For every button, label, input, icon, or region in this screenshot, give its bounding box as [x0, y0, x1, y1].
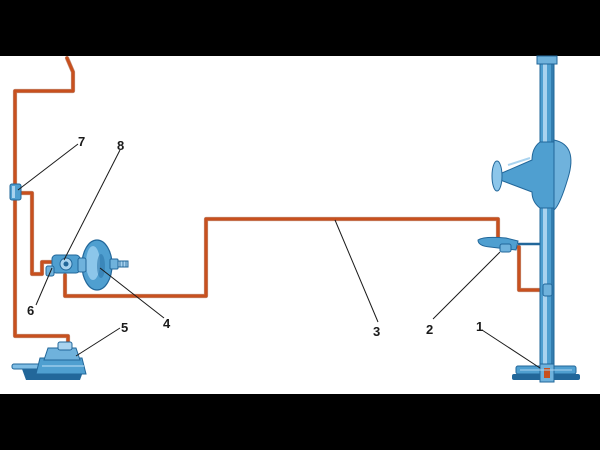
leader-8: [63, 149, 121, 261]
callout-5: 5: [121, 320, 128, 335]
callout-4: 4: [163, 316, 171, 331]
fluid-reservoir-pipe: [13, 56, 75, 358]
leader-6: [35, 267, 53, 306]
rear-axle-assembly: [477, 55, 580, 383]
callout-6: 6: [27, 303, 34, 318]
callout-7: 7: [78, 134, 85, 149]
drawing-area: [0, 56, 600, 394]
leader-1: [481, 329, 541, 369]
master-cylinder: [11, 341, 87, 380]
leader-7: [17, 143, 79, 191]
leader-lines: [17, 143, 541, 369]
frame-bottom-bar: [0, 394, 600, 450]
leader-5: [75, 327, 121, 357]
callout-2: 2: [426, 322, 433, 337]
callout-8: 8: [117, 138, 124, 153]
tee-to-cylinder-pipe: [18, 191, 59, 276]
main-brake-line: [63, 217, 500, 298]
leader-4: [99, 267, 165, 319]
leader-3: [334, 219, 379, 323]
vacuum-booster: [77, 239, 129, 291]
callout-labels: 1 2 3 4 5 6 7 8: [27, 134, 483, 339]
leader-2: [432, 251, 501, 320]
frame-top-bar: [0, 0, 600, 56]
callout-1: 1: [476, 319, 483, 334]
pipelines: [12, 55, 551, 359]
callout-3: 3: [373, 324, 380, 339]
tee-fitting: [9, 183, 22, 201]
